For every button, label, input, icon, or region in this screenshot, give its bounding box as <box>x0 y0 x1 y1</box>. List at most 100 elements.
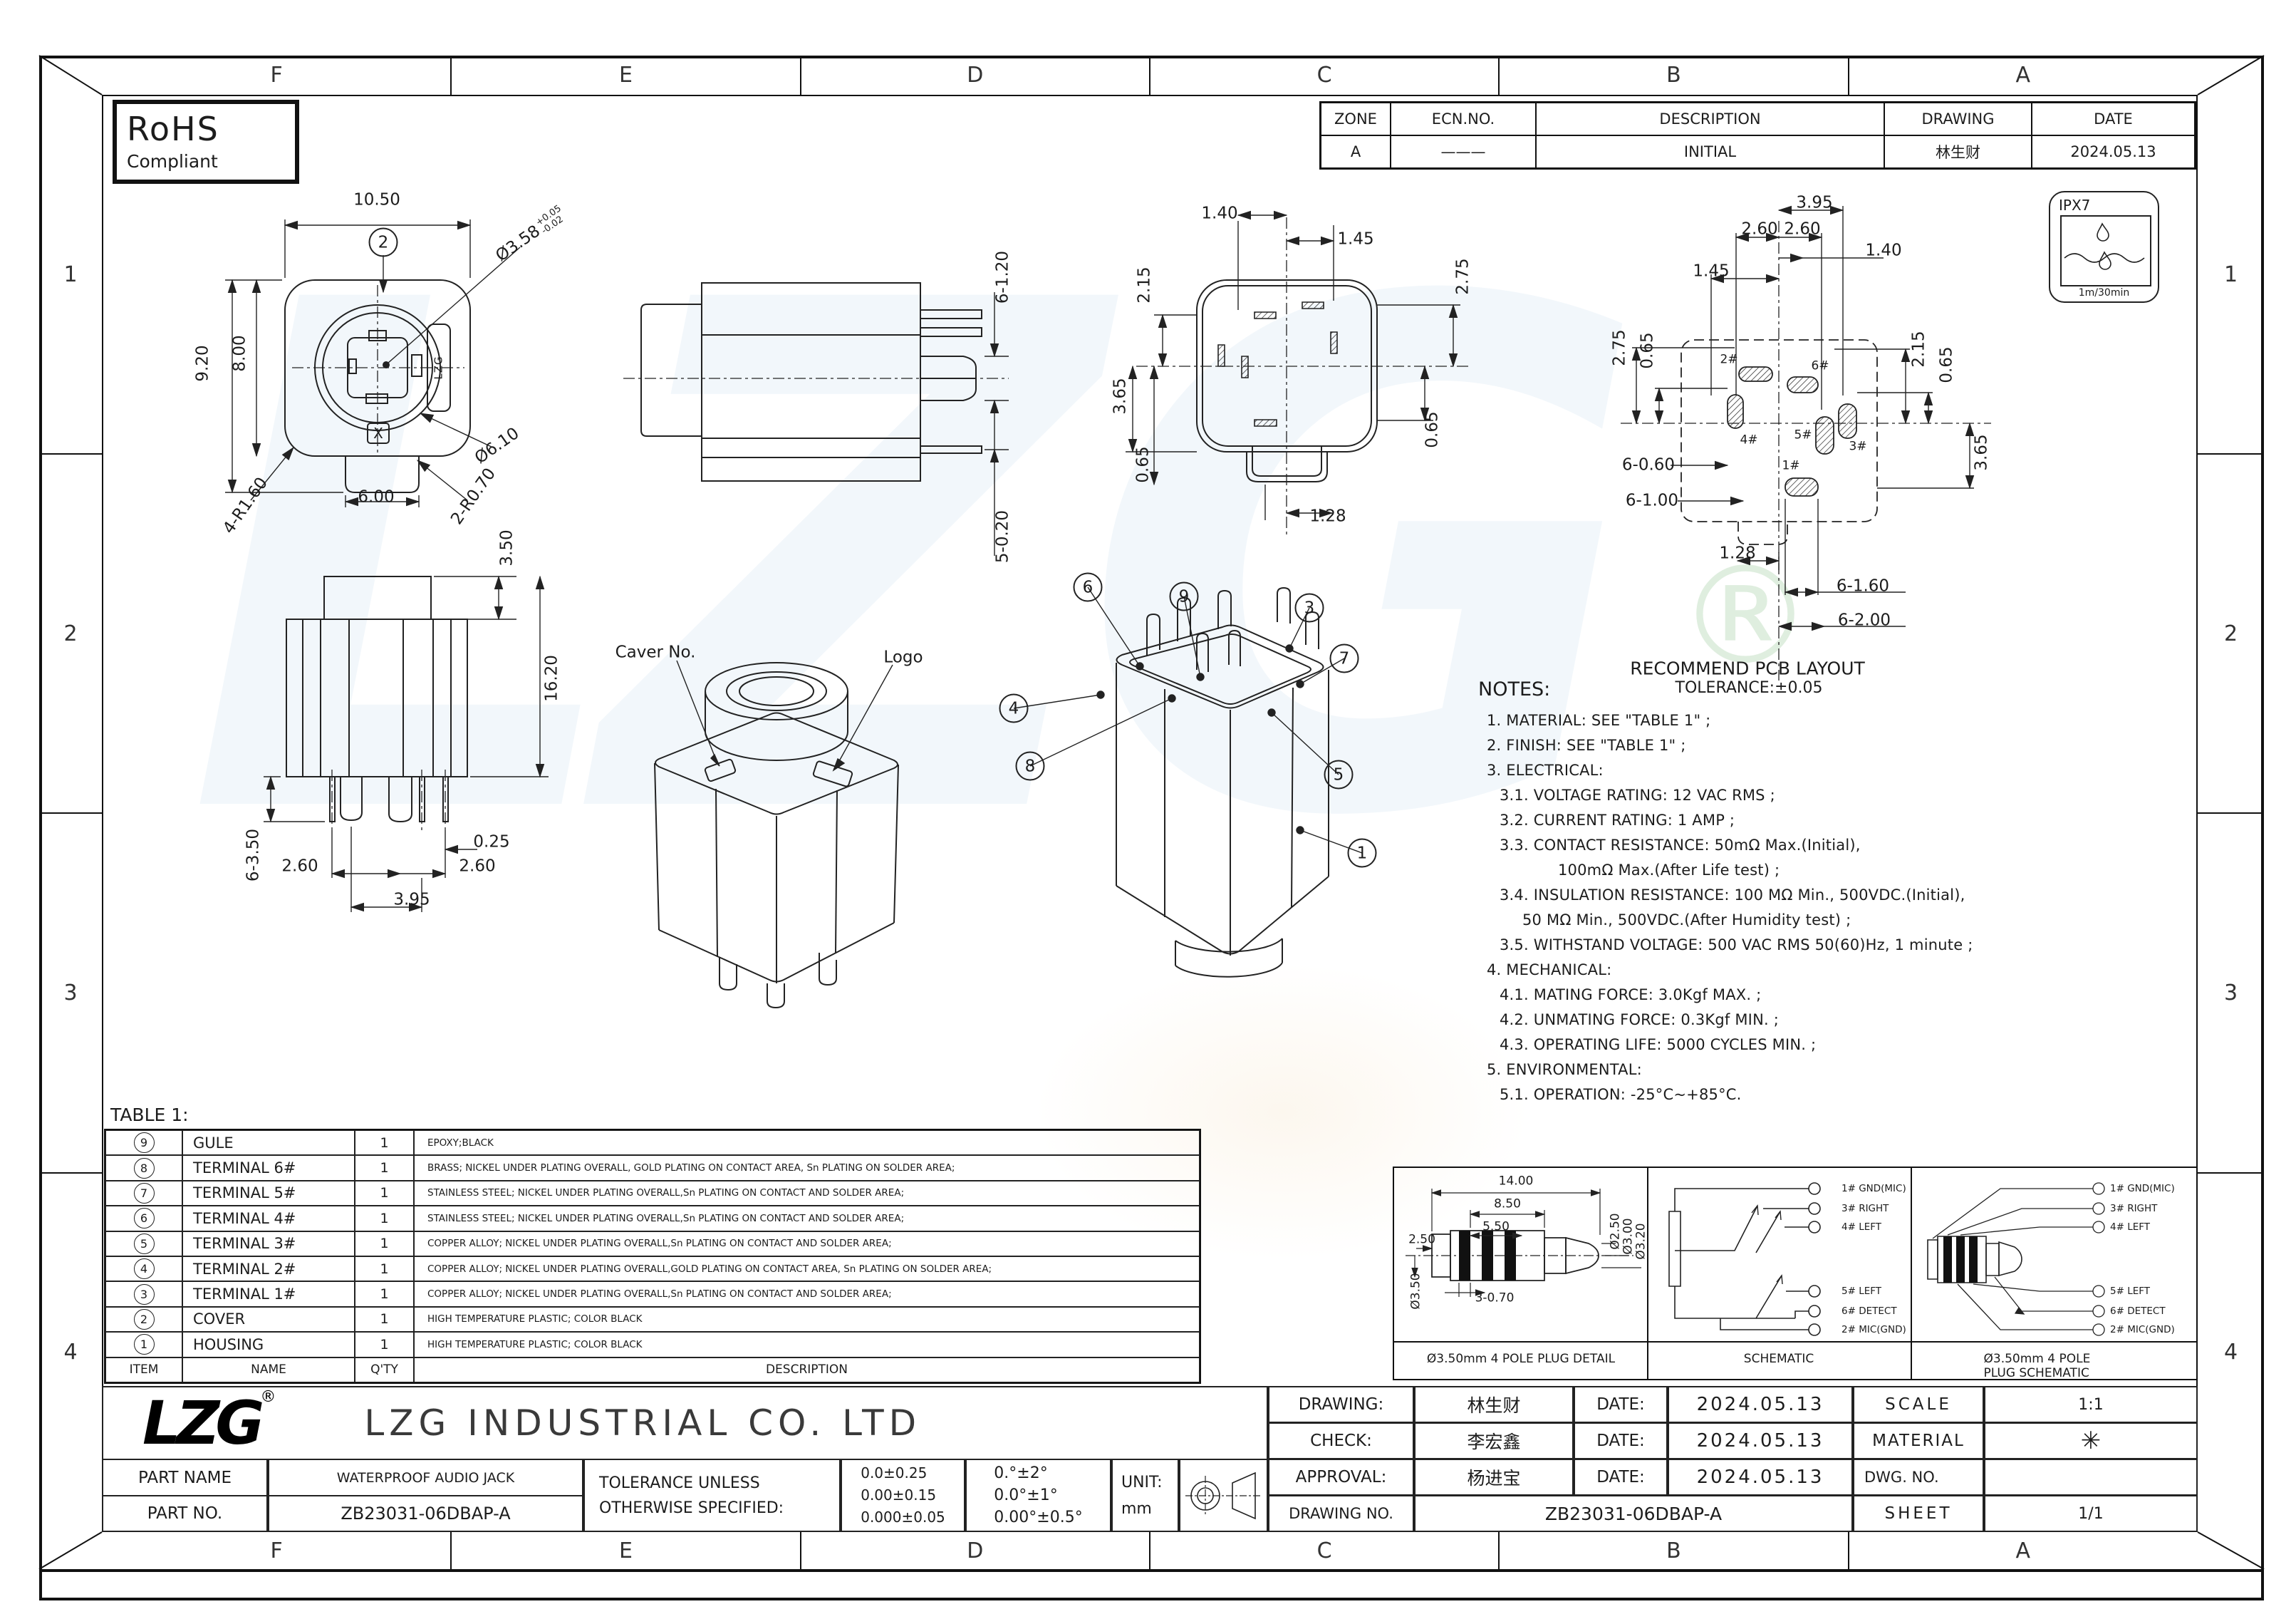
angle-value: 0.°±2° <box>994 1464 1048 1482</box>
qty-cell: 1 <box>355 1130 414 1156</box>
notes-title: NOTES: <box>1478 678 1551 700</box>
tolerance-value: 0.0±0.25 <box>861 1464 928 1481</box>
qty-cell: 1 <box>355 1281 414 1307</box>
water-drop-icon <box>2097 224 2109 241</box>
balloon: 5 <box>1324 760 1354 790</box>
note-line: 3.3. CONTACT RESISTANCE: 50mΩ Max.(Initi… <box>1500 837 1861 854</box>
ecn-date: 2024.05.13 <box>2032 135 2195 168</box>
header-description: DESCRIPTION <box>414 1357 1200 1382</box>
pcb-pad-6: 6# <box>1811 358 1829 373</box>
note-line: 3.5. WITHSTAND VOLTAGE: 500 VAC RMS 50(6… <box>1500 936 1973 953</box>
table-row: 3 TERMINAL 1# 1 COPPER ALLOY; NICKEL UND… <box>105 1281 1200 1307</box>
sheet-outer-border <box>39 56 2264 1600</box>
balloon: 4 <box>999 693 1029 723</box>
tolerance-label-line1: TOLERANCE UNLESS <box>599 1474 760 1492</box>
ecn-desc: INITIAL <box>1536 135 1884 168</box>
front-dim-height-inner: 8.00 <box>230 335 249 372</box>
pcb-dim-2: 2.60 <box>1784 219 1821 239</box>
table1-title: TABLE 1: <box>110 1105 189 1125</box>
date-value-1: 2024.05.13 <box>1668 1386 1853 1423</box>
item-number: 6 <box>133 1208 155 1229</box>
panel-divider-2 <box>1911 1168 1912 1379</box>
part-name-cell: GULE <box>182 1130 355 1156</box>
balloon: 7 <box>1329 643 1359 673</box>
bottom-view-drawing <box>235 575 577 926</box>
pcb-dim-14: 6-2.00 <box>1837 611 1891 630</box>
side-dim-pins: 6-1.20 <box>993 250 1012 304</box>
header-item: ITEM <box>105 1357 182 1382</box>
pcb-dim-13: 6-1.60 <box>1836 576 1890 596</box>
plug-dim-1: 8.50 <box>1494 1196 1521 1211</box>
rear-dim-2: 2.15 <box>1135 267 1154 304</box>
pcb-caption: RECOMMEND PCB LAYOUT <box>1630 658 1865 679</box>
rear-view-drawing <box>1111 210 1496 549</box>
item-number: 5 <box>133 1233 155 1254</box>
rohs-subtitle: Compliant <box>127 151 218 172</box>
terminal-label: 1# GND(MIC) <box>2110 1183 2175 1194</box>
schematic-drawing <box>1649 1169 1906 1336</box>
note-line: 1. MATERIAL: SEE "TABLE 1" ; <box>1487 712 1711 729</box>
table1-rows: 9 GULE 1 EPOXY;BLACK 8 TERMINAL 6# 1 BRA… <box>105 1130 1200 1357</box>
drawing-no-value: ZB23031-06DBAP-A <box>1414 1495 1853 1532</box>
unit-cell: UNIT: mm <box>1111 1459 1179 1532</box>
plug-dim-4: Ø2.50 <box>1608 1213 1623 1250</box>
rear-dim-6: 0.65 <box>1423 411 1442 448</box>
balloon-2: 2 <box>368 227 398 257</box>
pcb-dim-1: 2.60 <box>1741 219 1778 239</box>
plug-dim-8: 3-0.70 <box>1475 1291 1515 1305</box>
ipx7-badge: IPX7 1m/30min <box>2049 191 2159 303</box>
scale-value: 1:1 <box>1984 1386 2198 1423</box>
ecn-header-drawing: DRAWING <box>1884 103 2032 135</box>
balloon: 8 <box>1015 751 1045 781</box>
item-number: 2 <box>133 1308 155 1330</box>
front-dim-height-outer: 9.20 <box>193 345 212 382</box>
description-cell: BRASS; NICKEL UNDER PLATING OVERALL, GOL… <box>414 1155 1200 1181</box>
pcb-dim-11: 6-1.00 <box>1625 491 1679 510</box>
item-number: 7 <box>133 1182 155 1204</box>
rear-dim-4: 3.65 <box>1111 378 1130 415</box>
material-value: ✳ <box>1984 1422 2198 1459</box>
qty-cell: 1 <box>355 1206 414 1231</box>
bottom-dim-4: 2.60 <box>459 857 496 876</box>
qty-cell: 1 <box>355 1155 414 1181</box>
date-label-2: DATE: <box>1574 1422 1668 1459</box>
description-cell: HIGH TEMPERATURE PLASTIC; COLOR BLACK <box>414 1332 1200 1357</box>
side-view-drawing <box>613 249 1026 577</box>
terminal-label: 1# GND(MIC) <box>1842 1183 1906 1194</box>
table-row: 6 TERMINAL 4# 1 STAINLESS STEEL; NICKEL … <box>105 1206 1200 1231</box>
table-row: 5 TERMINAL 3# 1 COPPER ALLOY; NICKEL UND… <box>105 1231 1200 1256</box>
projection-symbol-cell <box>1179 1459 1268 1532</box>
rohs-title: RoHS <box>127 110 219 148</box>
terminal-label: 4# LEFT <box>2110 1221 2151 1233</box>
rear-dim-5: 0.65 <box>1133 446 1153 483</box>
pcb-pad-4: 4# <box>1740 433 1758 448</box>
table-row: 2 COVER 1 HIGH TEMPERATURE PLASTIC; COLO… <box>105 1306 1200 1333</box>
front-dim-width: 10.50 <box>353 190 400 210</box>
front-part-logo: LZG <box>432 356 445 380</box>
drawing-no-label: DRAWING NO. <box>1268 1495 1414 1532</box>
rear-dim-3: 2.75 <box>1453 258 1472 295</box>
table-row: 4 TERMINAL 2# 1 COPPER ALLOY; NICKEL UND… <box>105 1256 1200 1282</box>
table1: 9 GULE 1 EPOXY;BLACK 8 TERMINAL 6# 1 BRA… <box>104 1129 1201 1384</box>
note-line: 100mΩ Max.(After Life test) ; <box>1558 862 1780 879</box>
dwg-no-label: DWG. NO. <box>1853 1459 1984 1496</box>
description-cell: STAINLESS STEEL; NICKEL UNDER PLATING OV… <box>414 1206 1200 1231</box>
plug-detail-caption: Ø3.50mm 4 POLE PLUG DETAIL <box>1426 1352 1616 1366</box>
tolerance-value: 0.00±0.15 <box>861 1486 937 1504</box>
ecn-zone: A <box>1321 135 1391 168</box>
sheet-label: SHEET <box>1853 1495 1984 1532</box>
note-line: 3. ELECTRICAL: <box>1487 762 1604 779</box>
angle-value: 0.00°±0.5° <box>994 1509 1083 1526</box>
material-label: MATERIAL <box>1853 1422 1984 1459</box>
ecn-table: ZONE ECN.NO. DESCRIPTION DRAWING DATE A … <box>1319 101 2196 170</box>
rear-dim-1: 1.45 <box>1337 229 1374 249</box>
iso-cover-label: Caver No. <box>615 643 696 662</box>
note-line: 5.1. OPERATION: -25°C~+85°C. <box>1500 1086 1742 1103</box>
pcb-dim-0: 3.95 <box>1796 193 1833 212</box>
rear-dim-7: 1.28 <box>1309 507 1346 526</box>
note-line: 4.1. MATING FORCE: 3.0Kgf MAX. ; <box>1500 986 1762 1003</box>
